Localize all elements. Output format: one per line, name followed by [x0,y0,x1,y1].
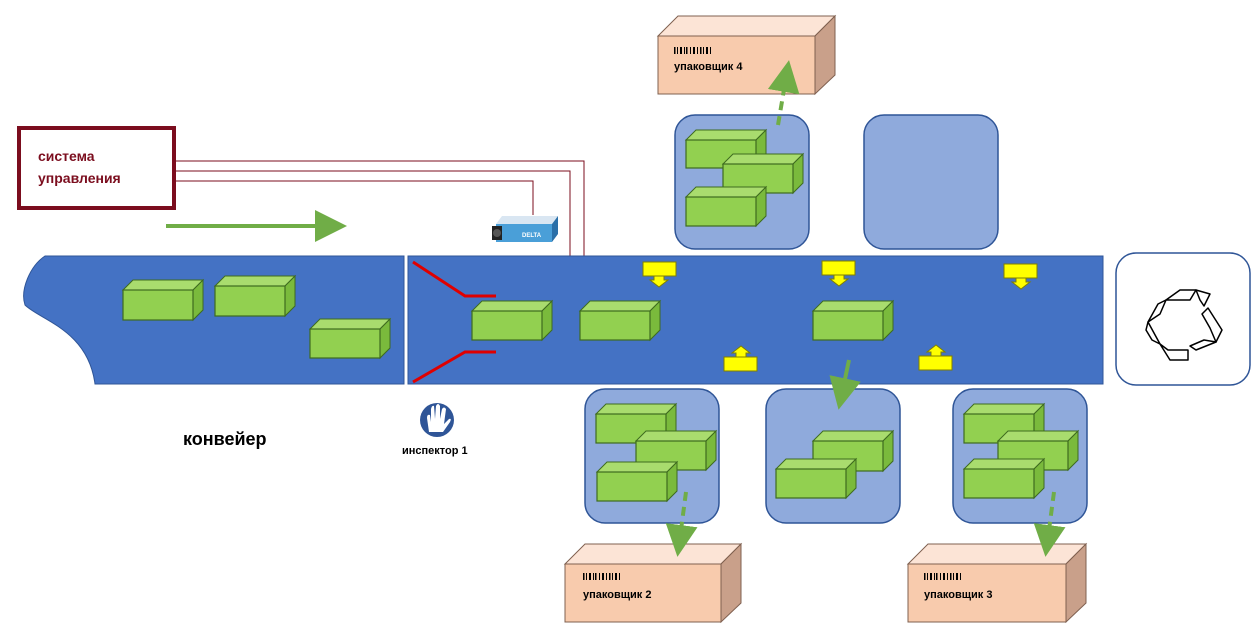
conveyor-label: конвейер [183,429,267,449]
signal-line-camera [174,180,534,215]
product-box [308,317,392,360]
packer-3: упаковщик 3 [906,542,1088,624]
conveyor-input-section [23,255,405,385]
control-system-label-line2: управления [38,170,121,186]
recycle-box [1115,252,1251,386]
camera-brand: DELTA [522,233,542,239]
barcode-icon [674,47,711,54]
packer-2: упаковщик 2 [563,542,743,624]
packer-3-label: упаковщик 3 [924,589,992,601]
transfer-arrows [665,60,1066,557]
product-box [213,274,297,318]
barcode-icon [583,573,620,580]
arrow-to-packer-4 [767,60,800,126]
product-box [121,278,205,322]
pusher-top-2 [821,260,856,287]
product-box [595,460,679,503]
arrow-into-middle-bin [829,359,861,410]
pushers [642,260,1038,372]
product-box [578,299,662,342]
control-system-box [17,126,176,210]
control-system: система управления [17,126,176,210]
product-box [962,457,1046,500]
control-system-label-line1: система [38,148,95,164]
recycle-icon [1145,289,1223,361]
product-box [774,457,858,500]
pusher-top-3 [1003,263,1038,290]
packer-2-label: упаковщик 2 [583,589,651,601]
product-box [684,185,768,228]
packer-4: упаковщик 4 [656,14,837,96]
barcode-icon [924,573,961,580]
pusher-bottom-1 [723,345,758,372]
packer-4-label: упаковщик 4 [674,61,743,73]
arrow-to-packer-2 [665,491,698,557]
pusher-top-1 [642,261,677,288]
product-box [594,402,678,445]
pusher-bottom-2 [918,344,953,371]
inspector-1: инспектор 1 [402,403,468,457]
inspection-gate [412,260,496,384]
bin-empty [863,114,999,250]
gate-lower-arm [412,350,496,384]
camera-icon: DELTA [492,216,558,242]
inspector-label: инспектор 1 [402,445,468,457]
recycle-station [1115,252,1251,386]
product-box [962,402,1046,445]
product-boxes [121,128,1080,503]
gate-upper-arm [412,260,496,298]
product-box [470,299,554,342]
arrow-to-packer-3 [1033,491,1066,557]
product-box [811,299,895,342]
